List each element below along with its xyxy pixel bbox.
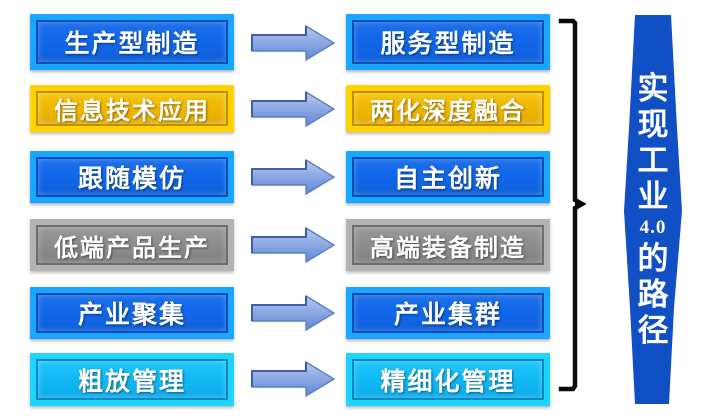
left-box-row-3[interactable]: 跟随模仿 — [30, 151, 234, 203]
right-box-row-4[interactable]: 高端装备制造 — [346, 219, 550, 271]
right-arrow-icon-row-1 — [250, 24, 336, 62]
right-box-label-row-2: 两化深度融合 — [352, 91, 544, 126]
left-box-row-1[interactable]: 生产型制造 — [30, 14, 234, 70]
right-box-row-6[interactable]: 精细化管理 — [346, 353, 550, 406]
right-box-row-3[interactable]: 自主创新 — [346, 151, 550, 203]
right-arrow-icon-row-5 — [250, 294, 336, 332]
right-box-label-row-1: 服务型制造 — [352, 20, 544, 64]
left-box-label-row-1: 生产型制造 — [36, 20, 228, 64]
right-arrow-icon-row-2 — [250, 90, 336, 128]
left-box-label-row-4: 低端产品生产 — [36, 225, 228, 265]
right-curly-bracket-icon — [556, 14, 588, 396]
right-box-label-row-3: 自主创新 — [352, 157, 544, 197]
left-box-label-row-5: 产业聚集 — [36, 293, 228, 333]
left-box-label-row-3: 跟随模仿 — [36, 157, 228, 197]
left-box-row-4[interactable]: 低端产品生产 — [30, 219, 234, 271]
left-box-label-row-2: 信息技术应用 — [36, 91, 228, 126]
outcome-banner: 实 现 工 业 4.0 的 路 径 — [612, 8, 694, 412]
left-box-row-6[interactable]: 粗放管理 — [30, 353, 234, 406]
right-arrow-icon-row-6 — [250, 360, 336, 398]
right-box-label-row-5: 产业集群 — [352, 293, 544, 333]
left-box-row-2[interactable]: 信息技术应用 — [30, 85, 234, 132]
right-arrow-icon-row-3 — [250, 158, 336, 196]
right-box-label-row-6: 精细化管理 — [352, 359, 544, 400]
right-box-row-1[interactable]: 服务型制造 — [346, 14, 550, 70]
right-box-row-5[interactable]: 产业集群 — [346, 287, 550, 339]
left-box-row-5[interactable]: 产业聚集 — [30, 287, 234, 339]
right-arrow-icon-row-4 — [250, 226, 336, 264]
right-box-row-2[interactable]: 两化深度融合 — [346, 85, 550, 132]
left-box-label-row-6: 粗放管理 — [36, 359, 228, 400]
right-box-label-row-4: 高端装备制造 — [352, 225, 544, 265]
